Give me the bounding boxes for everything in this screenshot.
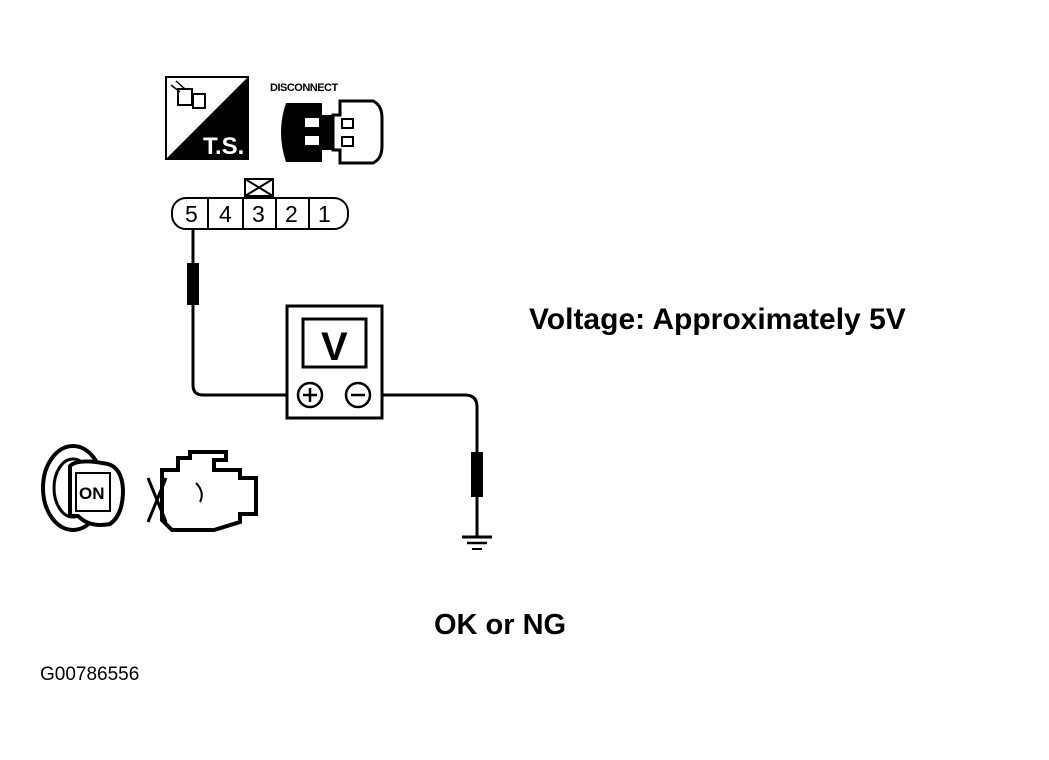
result-label: OK or NG: [434, 609, 566, 641]
ignition-key-icon: ON: [41, 444, 126, 532]
minus-terminal-icon: [344, 381, 372, 409]
voltage-spec: Voltage: Approximately 5V: [529, 303, 906, 336]
negative-test-lead: [372, 393, 483, 537]
connector-pin-2: 2: [285, 201, 298, 227]
unused-pin-marker: [244, 178, 274, 197]
connector-pin-1: 1: [318, 201, 331, 227]
voltmeter-symbol: V: [321, 325, 348, 369]
test-probe-icon: [170, 80, 206, 109]
disconnected-connector-icon: DISCONNECT: [270, 82, 384, 165]
positive-test-lead: [187, 230, 296, 397]
plus-terminal-icon: [296, 381, 324, 409]
ignition-on-label: ON: [79, 484, 105, 503]
connector-face: 5 4 3 2 1: [171, 178, 349, 230]
connector-pin-5: 5: [185, 201, 198, 227]
connector-pin-4: 4: [219, 201, 232, 227]
figure-id: G00786556: [40, 664, 139, 685]
connector-pin-3: 3: [252, 201, 265, 227]
ts-badge-label: T.S.: [203, 133, 244, 160]
ground-icon: [462, 535, 492, 550]
engine-stopped-icon: [146, 450, 258, 532]
disconnect-label: DISCONNECT: [270, 82, 339, 94]
voltmeter: V: [285, 304, 384, 420]
ts-badge: T.S.: [165, 76, 249, 160]
